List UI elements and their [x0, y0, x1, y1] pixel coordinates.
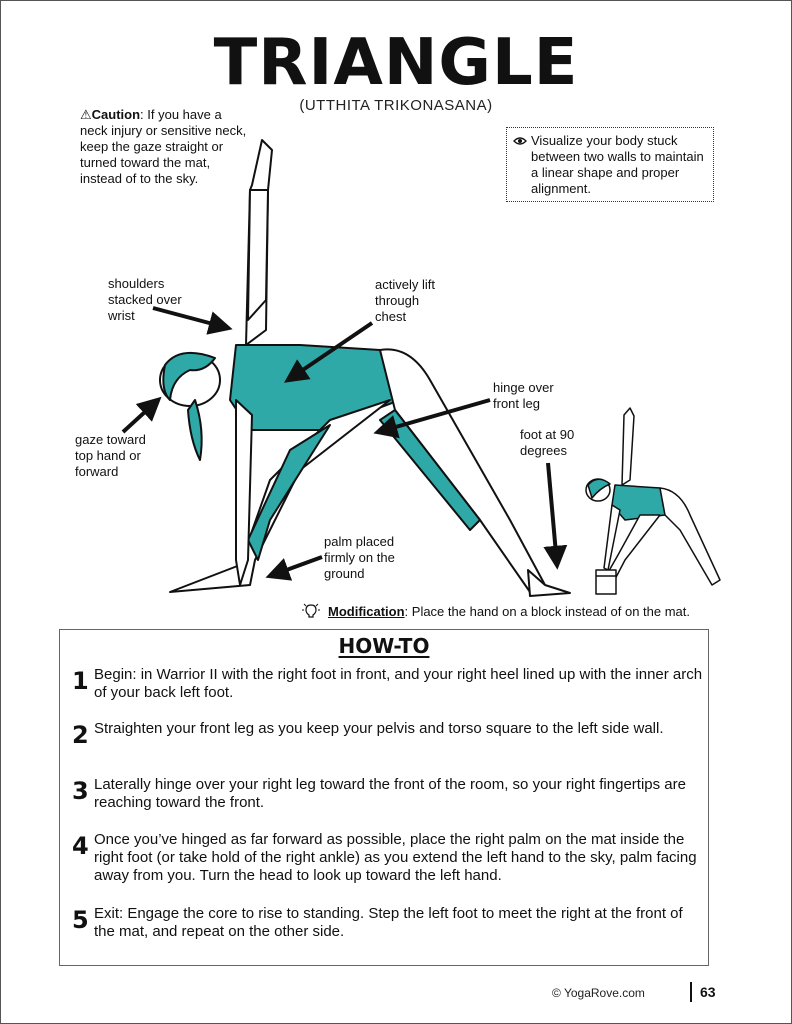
annotation-gaze: gaze toward top hand or forward — [75, 432, 146, 479]
caution-note: ⚠Caution: If you have a neck injury or s… — [80, 107, 250, 187]
annotation-palm: palm placed firmly on the ground — [324, 534, 395, 581]
modification-text: : Place the hand on a block instead of o… — [404, 603, 691, 619]
annotation-hinge: hinge over front leg — [493, 380, 554, 411]
step-text: Exit: Engage the core to rise to standin… — [94, 905, 683, 940]
annotation-arrows — [121, 306, 568, 581]
step-number: 1 — [72, 667, 89, 695]
page-number: 63 — [690, 982, 716, 1002]
page-subtitle: (UTTHITA TRIKONASANA) — [299, 97, 493, 114]
caution-text: : If you have a neck injury or sensitive… — [80, 107, 247, 186]
step-text: Laterally hinge over your right leg towa… — [94, 776, 686, 811]
howto-title: HOW-TO — [338, 634, 430, 658]
step-text: Straighten your front leg as you keep yo… — [94, 720, 664, 737]
caution-label: Caution — [91, 107, 141, 122]
modification-label: Modification — [328, 603, 405, 619]
main-figure — [159, 139, 571, 597]
page-title: TRIANGLE — [213, 26, 579, 100]
modification-figure — [585, 407, 721, 595]
step-number: 3 — [72, 777, 89, 805]
annotation-shoulders: shoulders stacked over wrist — [108, 276, 182, 323]
lightbulb-icon — [300, 602, 322, 623]
step-number: 4 — [72, 832, 89, 860]
step-text: Once you’ve hinged as far forward as pos… — [94, 831, 697, 884]
annotation-foot: foot at 90 degrees — [520, 427, 575, 458]
footer-copyright: © YogaRove.com — [552, 986, 645, 1000]
step-number: 2 — [72, 721, 89, 749]
warning-triangle-icon: ⚠ — [80, 107, 92, 122]
eye-icon — [513, 134, 527, 150]
step-text: Begin: in Warrior II with the right foot… — [94, 666, 703, 701]
annotation-chest: actively lift through chest — [375, 277, 435, 324]
visualize-tip-box: Visualize your body stuck between two wa… — [506, 127, 714, 202]
step-number: 5 — [72, 906, 89, 934]
howto-box: HOW-TO 1 Begin: in Warrior II with the r… — [59, 629, 709, 966]
visualize-text: Visualize your body stuck between two wa… — [531, 133, 704, 196]
modification-note: Modification: Place the hand on a block … — [300, 602, 690, 623]
